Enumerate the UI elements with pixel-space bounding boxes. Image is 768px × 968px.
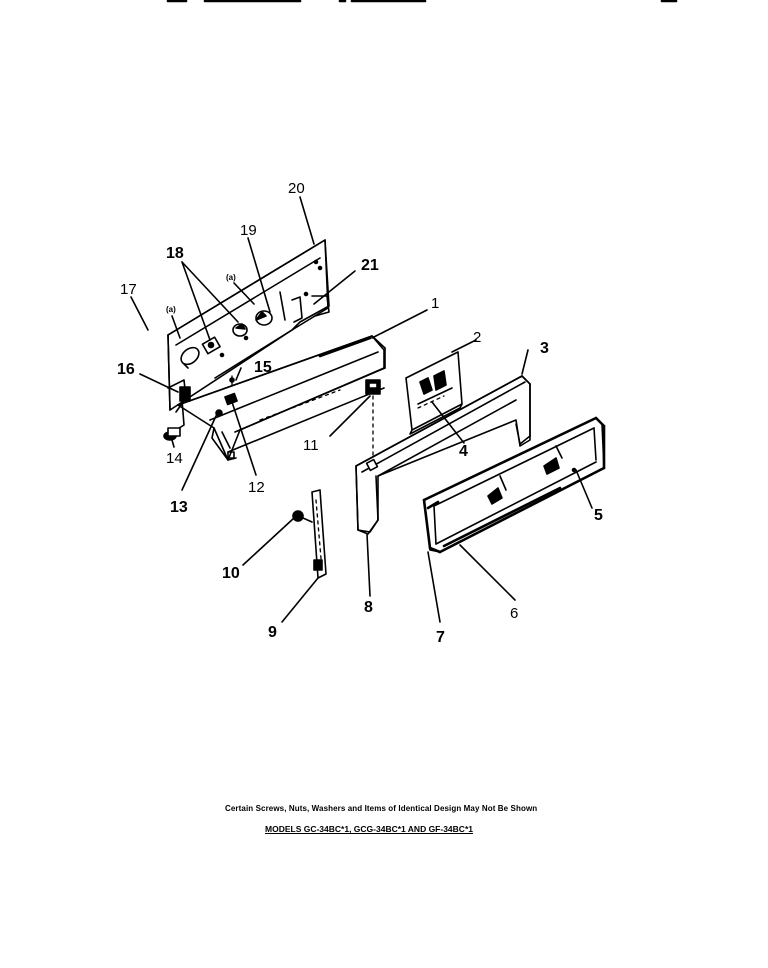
- callout-4: 4: [459, 443, 468, 460]
- bracket-tab-part-21: [279, 291, 330, 323]
- trim-frame-part-3: [355, 375, 531, 535]
- callout-21: 21: [361, 257, 379, 274]
- socket-part-14: [163, 427, 181, 441]
- marker-a-left-leader: [171, 315, 181, 339]
- footer-disclaimer: Certain Screws, Nuts, Washers and Items …: [225, 804, 538, 813]
- callout-18: 18: [166, 245, 184, 262]
- clock-part-2: [405, 351, 463, 435]
- switch-part-18-mid: [201, 336, 221, 355]
- callout-20: 20: [288, 180, 305, 197]
- marker-a-left: (a): [166, 305, 176, 314]
- glass-frame-part-5: [422, 416, 606, 554]
- switch-part-18-left: [180, 346, 200, 369]
- screw-part-13: [215, 409, 223, 417]
- footer-model-numbers: MODELS GC-34BC*1, GCG-34BC*1 AND GF-34BC…: [265, 824, 473, 834]
- callout-10: 10: [222, 565, 240, 582]
- hinge-strip-part-9: [311, 489, 327, 579]
- leader-lines: [130, 196, 593, 623]
- callout-5: 5: [594, 507, 603, 524]
- control-bracket-part-20: [167, 239, 330, 411]
- callout-6: 6: [510, 605, 518, 622]
- callout-3: 3: [540, 340, 549, 357]
- callout-15: 15: [254, 359, 272, 376]
- callout-7: 7: [436, 629, 445, 646]
- callout-11: 11: [303, 437, 319, 454]
- callout-2: 2: [473, 329, 481, 346]
- marker-a-right: (a): [226, 273, 236, 282]
- callout-9: 9: [268, 624, 277, 641]
- callout-1: 1: [431, 295, 439, 312]
- callout-19: 19: [240, 222, 257, 239]
- switch-part-18-right: [232, 323, 248, 337]
- callout-14: 14: [166, 450, 183, 467]
- callout-12: 12: [248, 479, 265, 496]
- callout-8: 8: [364, 599, 373, 616]
- clip-part-11: [365, 379, 381, 395]
- screw-part-15: [229, 375, 235, 387]
- callout-16: 16: [117, 361, 135, 378]
- screw-part-10: [292, 510, 313, 523]
- callout-17: 17: [120, 281, 137, 298]
- callout-13: 13: [170, 499, 188, 516]
- control-panel-part-1: [177, 335, 386, 461]
- marker-a-right-leader: [233, 282, 255, 305]
- lamp-part-19: [255, 310, 273, 326]
